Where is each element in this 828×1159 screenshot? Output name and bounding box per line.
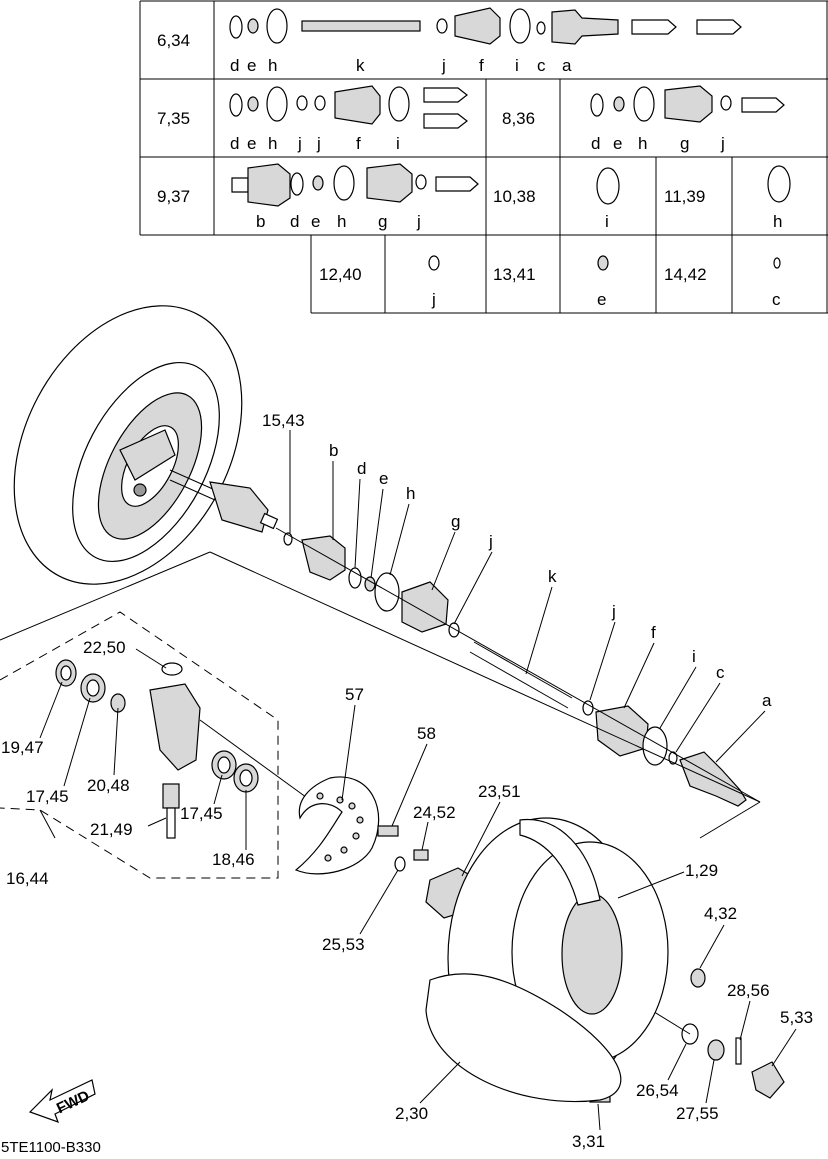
kit-ref: 7,35 xyxy=(157,109,190,128)
callout-17-45-b: 17,45 xyxy=(180,804,223,823)
brake-disc xyxy=(294,776,380,875)
callout-24-52: 24,52 xyxy=(413,803,456,822)
kit-letter: h xyxy=(773,212,782,231)
fwd-arrow-icon: FWD xyxy=(28,1079,96,1123)
kit-letter: f xyxy=(479,56,484,75)
callout-a: a xyxy=(762,691,772,710)
kit-letter: j xyxy=(441,56,446,75)
kit-letter: c xyxy=(537,56,546,75)
kit-letter: h xyxy=(268,134,277,153)
kit-part-h xyxy=(767,165,791,203)
kit-letter: j xyxy=(416,212,421,231)
kit-letter: b xyxy=(256,212,265,231)
kit-letter: i xyxy=(605,212,609,231)
callout-25-53: 25,53 xyxy=(322,935,365,954)
callout-18-46: 18,46 xyxy=(212,850,255,869)
kit-ref: 13,41 xyxy=(493,265,536,284)
kit-letter: e xyxy=(597,290,606,309)
kit-letter: c xyxy=(772,290,781,309)
kit-letter: f xyxy=(356,134,361,153)
callout-h: h xyxy=(406,484,415,503)
callout-f: f xyxy=(651,623,656,642)
kit-ref: 8,36 xyxy=(502,109,535,128)
callout-28-56: 28,56 xyxy=(727,981,770,1000)
kit-part-i xyxy=(596,167,620,205)
callout-k: k xyxy=(548,567,557,586)
kit-letter: a xyxy=(562,56,572,75)
kit-ref: 14,42 xyxy=(664,265,707,284)
callout-15-43: 15,43 xyxy=(262,411,305,430)
kit-letter: d xyxy=(591,134,600,153)
knuckle-parts xyxy=(55,659,259,839)
callout-27-55: 27,55 xyxy=(676,1104,719,1123)
drive-shaft-inner xyxy=(169,469,279,533)
callout-20-48: 20,48 xyxy=(87,776,130,795)
diagram-code: 5TE1100-B330 xyxy=(1,1139,101,1154)
callout-j-2: j xyxy=(611,602,616,621)
callout-58: 58 xyxy=(417,724,436,743)
kit-letter: j xyxy=(431,290,436,309)
callout-i: i xyxy=(692,647,696,666)
callout-b: b xyxy=(329,441,338,460)
kit-row1-parts xyxy=(229,7,742,45)
callout-57: 57 xyxy=(345,685,364,704)
callout-26-54: 26,54 xyxy=(636,1081,679,1100)
callout-5-33: 5,33 xyxy=(780,1008,813,1027)
callout-g: g xyxy=(451,512,460,531)
callout-e: e xyxy=(379,469,388,488)
callout-2-30: 2,30 xyxy=(395,1104,428,1123)
kit-letter: h xyxy=(337,212,346,231)
callout-1-29: 1,29 xyxy=(685,861,718,880)
callout-17-45-a: 17,45 xyxy=(26,787,69,806)
kit-part-j xyxy=(428,255,440,271)
kit-part-e xyxy=(597,255,609,271)
kit-letter: k xyxy=(356,56,365,75)
callout-d: d xyxy=(357,459,366,478)
kit-letter: j xyxy=(316,134,321,153)
kit-row3-parts xyxy=(231,163,479,207)
kit-table: 6,34 7,35 8,36 9,37 10,38 11,39 12,40 13… xyxy=(139,0,828,314)
callout-19-47: 19,47 xyxy=(1,738,44,757)
kit-letter: d xyxy=(230,56,239,75)
kit-letter: e xyxy=(613,134,622,153)
callout-c: c xyxy=(716,663,725,682)
kit-ref: 11,39 xyxy=(664,187,705,206)
kit-letter: e xyxy=(247,56,256,75)
kit-letter: e xyxy=(311,212,320,231)
kit-letter: j xyxy=(297,134,302,153)
kit-letter: i xyxy=(396,134,400,153)
kit-letter: g xyxy=(680,134,689,153)
kit-row2b-parts xyxy=(590,85,785,123)
kit-row2-parts xyxy=(229,85,468,129)
kit-letter: d xyxy=(230,134,239,153)
kit-part-c xyxy=(773,257,781,269)
callout-16-44: 16,44 xyxy=(6,869,49,888)
kit-letter: h xyxy=(268,56,277,75)
callout-22-50: 22,50 xyxy=(83,638,126,657)
exploded-cv-parts xyxy=(283,532,747,807)
knuckle-group-outline xyxy=(0,611,279,879)
kit-letter: i xyxy=(515,56,519,75)
callout-3-31: 3,31 xyxy=(572,1132,605,1151)
lower-wheel xyxy=(425,817,669,1103)
callout-23-51: 23,51 xyxy=(478,782,521,801)
rear-wheel-assembly xyxy=(13,305,243,585)
callouts: 15,43 b d e h g j k j f i c a 22,50 57 5… xyxy=(1,411,813,1151)
kit-ref: 12,40 xyxy=(319,265,362,284)
kit-letter: e xyxy=(247,134,256,153)
kit-letter: j xyxy=(720,134,725,153)
kit-ref: 6,34 xyxy=(157,31,190,50)
kit-letter: d xyxy=(290,212,299,231)
kit-letter: h xyxy=(638,134,647,153)
kit-ref: 10,38 xyxy=(493,187,536,206)
callout-4-32: 4,32 xyxy=(704,904,737,923)
kit-letter: g xyxy=(378,212,387,231)
callout-j: j xyxy=(488,532,493,551)
kit-ref: 9,37 xyxy=(157,187,190,206)
callout-21-49: 21,49 xyxy=(90,820,133,839)
